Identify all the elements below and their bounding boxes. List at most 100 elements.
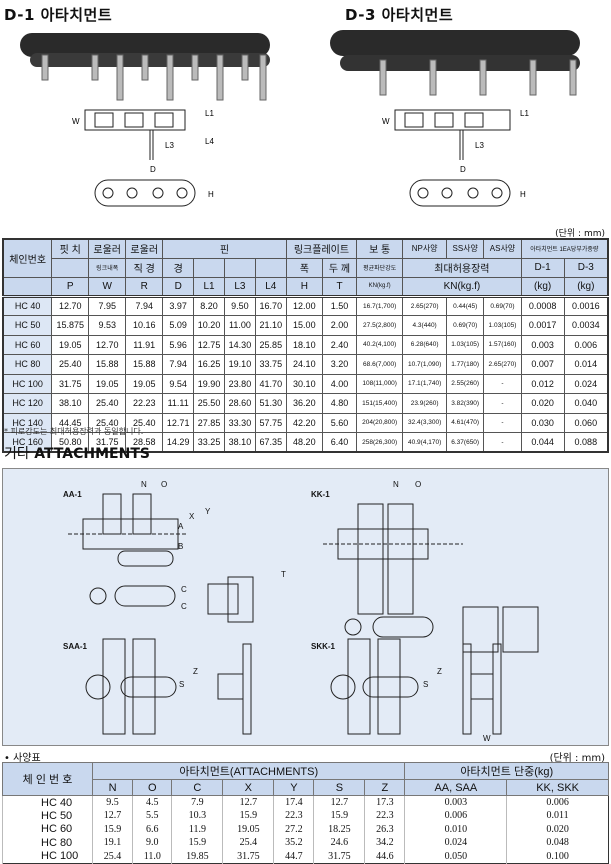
cell: 9.54 [162, 373, 195, 394]
dim-d: D [150, 165, 156, 174]
cell: 0.0008 [520, 295, 565, 316]
cell: 0.006 [506, 795, 609, 809]
label-skk1: SKK-1 [311, 642, 336, 651]
cell: HC 50 [2, 315, 53, 336]
h-d3: D-3 [563, 257, 609, 278]
h2-att: 아타치먼트(ATTACHMENTS) [91, 762, 406, 780]
cell: 2.65(270) [483, 354, 522, 375]
cell: 19.10 [224, 354, 256, 375]
dim-h-d3: H [520, 190, 526, 199]
cell: 27.5(2,800) [356, 315, 404, 336]
cell: 16.70 [254, 295, 287, 316]
cell: 0.011 [506, 809, 609, 823]
cell: 38.10 [224, 432, 256, 453]
cell: 28.60 [224, 393, 256, 414]
cell: 25.50 [193, 393, 225, 414]
cell: 15.9 [171, 836, 223, 850]
cell: 0.006 [404, 809, 507, 823]
cell: 6.28(640) [402, 334, 448, 355]
cell: 11.0 [132, 849, 172, 863]
cell: 44.6 [364, 849, 405, 863]
cell: 2.65(270) [402, 295, 448, 316]
diagram-label: O [415, 480, 421, 489]
cell: 12.7 [222, 795, 274, 809]
cell: 0.040 [563, 393, 609, 414]
cell: 35.2 [273, 836, 314, 850]
cell: 40.9(4,170) [402, 432, 448, 453]
cell: 67.35 [254, 432, 287, 453]
cell: 9.0 [132, 836, 172, 850]
cell: 7.95 [88, 295, 127, 316]
cell: 3.82(390) [446, 393, 485, 414]
cell: 31.75 [222, 849, 274, 863]
cell: 15.9 [222, 809, 274, 823]
cell: 9.53 [88, 315, 127, 336]
cell: 7.9 [171, 795, 223, 809]
diagram-label: Y [205, 507, 211, 516]
symbol-6: L4 [254, 276, 287, 298]
h-avg: 평균파단강도 [356, 257, 404, 278]
cell: 33.30 [224, 412, 256, 433]
cell: - [483, 393, 522, 414]
cell: 1.03(105) [446, 334, 485, 355]
cell: 15.875 [51, 315, 90, 336]
h-roller2: 로울러 [125, 238, 164, 259]
cell: 27.2 [273, 822, 314, 836]
column-header: N [91, 779, 134, 796]
cell: HC 60 [2, 334, 53, 355]
cell: 11.00 [224, 315, 256, 336]
cell: 19.05 [125, 373, 164, 394]
h-d1: D-1 [520, 257, 565, 278]
cell: 0.007 [520, 354, 565, 375]
diagram-label: S [423, 680, 428, 689]
h-thick: 두 께 [321, 257, 358, 278]
cell: 0.050 [404, 849, 507, 863]
cell: 25.85 [254, 334, 287, 355]
footnote: * 피로강도는 최대허용장력과 동일합니다. [4, 427, 144, 436]
cell: 11.11 [162, 393, 195, 414]
diagram-label: N [393, 480, 399, 489]
cell: 15.00 [285, 315, 323, 336]
symbol-4: L1 [193, 276, 225, 298]
cell: 4.80 [321, 393, 358, 414]
cell: 0.003 [520, 334, 565, 355]
symbol-2: R [125, 276, 164, 298]
saa1-drawing [85, 638, 252, 735]
h-addw: 아타치먼트 1EA당부가중량 [520, 238, 609, 259]
d1-dimension-drawing: W L1 L3 L4 D H [72, 109, 214, 207]
cell: 48.20 [285, 432, 323, 453]
h-width: 폭 [285, 257, 323, 278]
cell: HC 40 [2, 295, 53, 316]
dim-l4: L4 [205, 137, 214, 146]
cell: 1.77(180) [446, 354, 485, 375]
cell: 10.3 [171, 809, 223, 823]
h-pin: 핀 [162, 238, 287, 259]
cell: 12.70 [51, 295, 90, 316]
cell: 0.44(45) [446, 295, 485, 316]
cell: HC 100 [2, 849, 93, 863]
cell: 10.16 [125, 315, 164, 336]
cell: 26.3 [364, 822, 405, 836]
diagram-label: A [178, 522, 184, 531]
h-pindia: 경 [162, 257, 195, 278]
cell: 7.94 [125, 295, 164, 316]
symbol-7: H [285, 276, 323, 298]
dim-l1: L1 [205, 109, 214, 118]
cell: 25.4 [222, 836, 274, 850]
diagram-label: Z [437, 667, 442, 676]
diagram-label: X [189, 512, 195, 521]
cell: 6.40 [321, 432, 358, 453]
cell: 38.10 [51, 393, 90, 414]
d1-chain-image [20, 33, 270, 101]
cell: 25.40 [51, 354, 90, 375]
cell: 4.61(470) [446, 412, 485, 433]
cell: HC 80 [2, 354, 53, 375]
dim-w-d3: W [382, 117, 390, 126]
dim-l3-d3: L3 [475, 141, 484, 150]
h-as: AS사양 [483, 238, 522, 259]
